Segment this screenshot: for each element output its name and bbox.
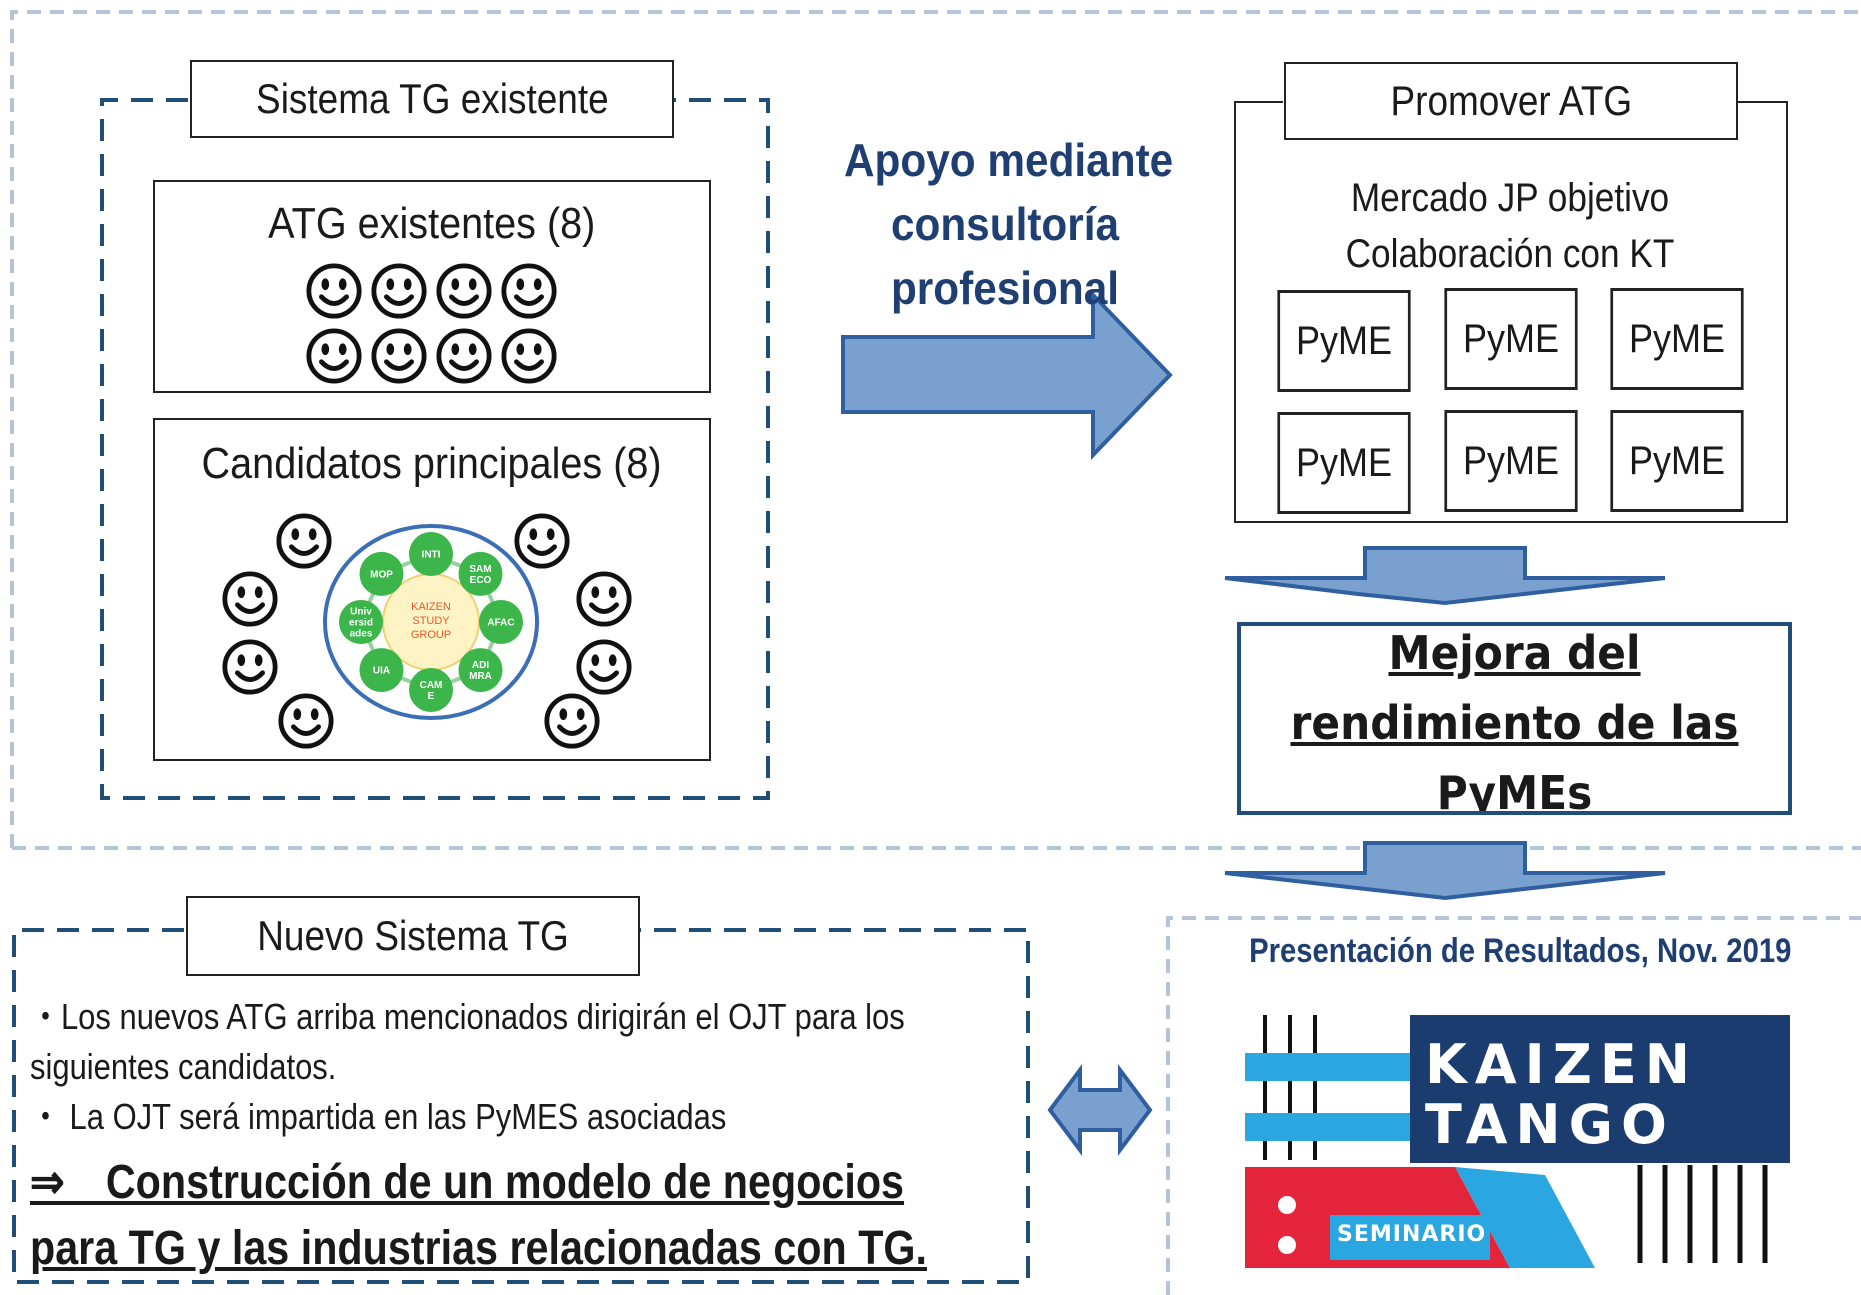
pyme-box-5: PyME [1444,410,1578,512]
network-node-label: AFAC [487,618,514,629]
smiley-face-icon [514,513,570,569]
atg-existing-title: ATG existentes (8) [268,199,596,248]
atg-existing-box: ATG existentes (8) [153,180,711,393]
new-system-content: ・Los nuevos ATG arriba mencionados dirig… [30,992,1020,1282]
improvement-text: Mejora del rendimiento de las PyMEs [1263,626,1766,815]
results-dashed-frame [1166,916,1861,1295]
improvement-box: Mejora del rendimiento de las PyMEs [1237,622,1792,815]
arrow-label-line-3: profesional [890,262,1120,314]
improvement-line-1: Mejora del [1388,626,1641,680]
promote-description: Mercado JP objetivo Colaboración con KT [1240,170,1780,282]
logo-word-kaizen: KAIZEN [1425,1033,1698,1096]
candidate-smiley-group [155,420,709,759]
network-node-label: MOP [370,569,393,580]
bullet-1-line-b: siguientes candidatos. [30,1046,337,1087]
smiley-face-icon [276,513,332,569]
pyme-box-6: PyME [1610,410,1744,512]
arrow-label-line-1: Apoyo mediante [844,134,1174,186]
promote-line-2: Colaboración con KT [1345,232,1675,276]
smiley-face-icon [576,571,632,627]
pyme-box-1: PyME [1277,290,1411,392]
smiley-face-icon [501,328,557,384]
kaizen-tango-logo: KAIZEN TANGO SEMINARIO [1245,1015,1790,1268]
network-node-label: INTI [422,550,441,561]
new-system-frame [12,928,1030,1284]
bullet-1-line-a: ・Los nuevos ATG arriba mencionados dirig… [30,996,905,1037]
candidates-title: Candidatos principales (8) [201,439,663,488]
smiley-face-icon [222,639,278,695]
results-title-wrap: Presentación de Resultados, Nov. 2019 [1180,932,1861,971]
improvement-line-2: rendimiento de las [1290,696,1739,750]
down-arrow-2 [1224,841,1666,901]
down-arrow-1 [1224,546,1666,606]
conclusion-line-a-wrap: ⇒ Construcción de un modelo de negocios [30,1150,904,1216]
smiley-face-icon [576,639,632,695]
smiley-face-icon [436,328,492,384]
conclusion-line-b-wrap: para TG y las industrias relacionadas co… [30,1216,927,1282]
pyme-box-4: PyME [1277,412,1411,514]
network-node [359,648,404,693]
smiley-face-icon [371,328,427,384]
promote-line-1: Mercado JP objetivo [1350,176,1670,220]
double-arrow [1047,1064,1153,1156]
improvement-line-3: PyMEs [1436,766,1593,815]
new-system-title: Nuevo Sistema TG [257,912,569,959]
pyme-box-3: PyME [1610,288,1744,390]
smiley-face-icon [222,571,278,627]
kaizen-tango-logo-art [1245,1015,1790,1268]
support-arrow [841,290,1173,460]
smiley-face-icon [306,263,362,319]
conclusion-line-b: para TG y las industrias relacionadas co… [30,1222,927,1275]
bullet-2: ・ La OJT será impartida en las PyMES aso… [30,1096,727,1137]
network-node-label: UIA [373,666,390,677]
logo-tag-seminario: SEMINARIO [1337,1222,1487,1247]
network-node [409,532,453,576]
atg-smiley-group [155,182,709,391]
smiley-face-icon [278,693,334,749]
existing-system-frame [100,98,770,800]
network-node [479,600,523,644]
network-node [339,600,383,644]
network-node [359,551,404,596]
promote-title: Promover ATG [1390,77,1632,124]
smiley-face-icon [544,693,600,749]
logo-word-tango: TANGO [1425,1093,1675,1156]
promote-frame [1234,101,1788,523]
smiley-face-icon [436,263,492,319]
network-node [409,668,453,712]
outer-dashed-frame [10,10,1861,848]
arrow-label: Apoyo mediante consultoría profesional [830,128,1180,318]
existing-system-title-box: Sistema TG existente [190,60,674,138]
promote-title-box: Promover ATG [1284,62,1738,140]
existing-system-title: Sistema TG existente [255,75,609,122]
network-node [458,648,503,693]
new-system-title-box: Nuevo Sistema TG [186,896,640,976]
smiley-face-icon [306,328,362,384]
arrow-label-line-2: consultoría [890,198,1120,250]
smiley-face-icon [371,263,427,319]
pyme-box-2: PyME [1444,288,1578,390]
conclusion-line-a: ⇒ Construcción de un modelo de negocios [30,1156,905,1209]
smiley-face-icon [501,263,557,319]
network-node [458,551,503,596]
results-title: Presentación de Resultados, Nov. 2019 [1249,932,1792,970]
